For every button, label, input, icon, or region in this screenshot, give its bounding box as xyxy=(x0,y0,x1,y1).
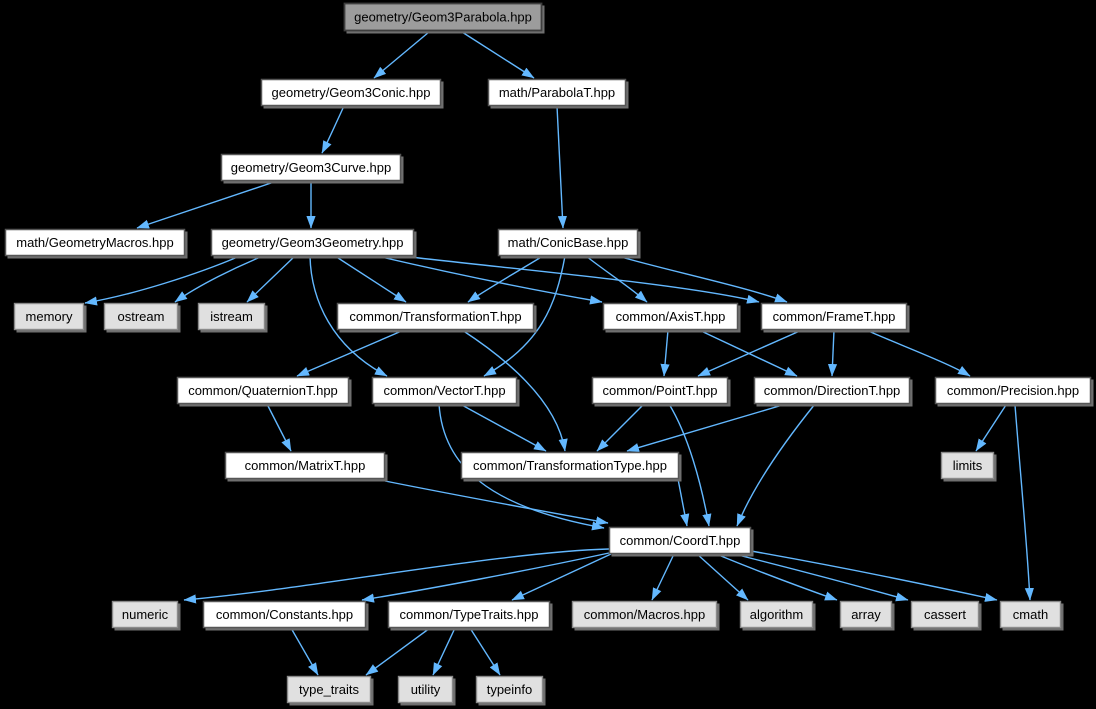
svg-text:common/TypeTraits.hpp: common/TypeTraits.hpp xyxy=(400,607,539,622)
svg-text:numeric: numeric xyxy=(122,607,169,622)
svg-text:array: array xyxy=(851,607,881,622)
svg-text:cassert: cassert xyxy=(924,607,966,622)
svg-text:ostream: ostream xyxy=(118,309,165,324)
svg-text:type_traits: type_traits xyxy=(299,682,359,697)
svg-text:istream: istream xyxy=(210,309,253,324)
svg-text:math/GeometryMacros.hpp: math/GeometryMacros.hpp xyxy=(16,235,174,250)
svg-text:memory: memory xyxy=(26,309,73,324)
svg-text:limits: limits xyxy=(953,458,983,473)
svg-text:common/PointT.hpp: common/PointT.hpp xyxy=(603,383,718,398)
svg-text:common/DirectionT.hpp: common/DirectionT.hpp xyxy=(764,383,901,398)
svg-text:utility: utility xyxy=(411,682,441,697)
svg-text:math/ConicBase.hpp: math/ConicBase.hpp xyxy=(508,235,629,250)
svg-text:math/ParabolaT.hpp: math/ParabolaT.hpp xyxy=(499,85,615,100)
svg-text:common/Constants.hpp: common/Constants.hpp xyxy=(216,607,353,622)
svg-text:typeinfo: typeinfo xyxy=(487,682,533,697)
svg-text:common/FrameT.hpp: common/FrameT.hpp xyxy=(773,309,896,324)
svg-text:common/MatrixT.hpp: common/MatrixT.hpp xyxy=(245,458,366,473)
svg-text:geometry/Geom3Curve.hpp: geometry/Geom3Curve.hpp xyxy=(231,160,391,175)
svg-text:common/Macros.hpp: common/Macros.hpp xyxy=(584,607,705,622)
svg-text:geometry/Geom3Geometry.hpp: geometry/Geom3Geometry.hpp xyxy=(222,235,404,250)
svg-text:geometry/Geom3Parabola.hpp: geometry/Geom3Parabola.hpp xyxy=(354,10,532,25)
svg-text:common/TransformationT.hpp: common/TransformationT.hpp xyxy=(349,309,521,324)
svg-text:algorithm: algorithm xyxy=(750,607,803,622)
svg-text:common/TransformationType.hpp: common/TransformationType.hpp xyxy=(473,458,667,473)
svg-text:geometry/Geom3Conic.hpp: geometry/Geom3Conic.hpp xyxy=(272,85,431,100)
svg-text:common/VectorT.hpp: common/VectorT.hpp xyxy=(383,383,505,398)
svg-text:common/CoordT.hpp: common/CoordT.hpp xyxy=(620,533,741,548)
svg-text:cmath: cmath xyxy=(1013,607,1048,622)
svg-text:common/Precision.hpp: common/Precision.hpp xyxy=(947,383,1079,398)
svg-text:common/AxisT.hpp: common/AxisT.hpp xyxy=(616,309,726,324)
svg-text:common/QuaternionT.hpp: common/QuaternionT.hpp xyxy=(188,383,338,398)
